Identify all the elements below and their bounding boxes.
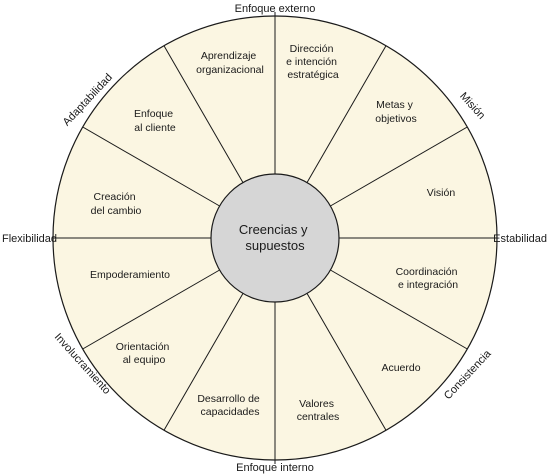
segment-acuerdo-line1: Acuerdo bbox=[381, 362, 420, 374]
segment-direccion-line1: Dirección bbox=[290, 43, 334, 55]
segment-creacion: Creación del cambio bbox=[91, 191, 142, 217]
segment-vision: Visión bbox=[427, 187, 456, 199]
segment-enfoque-cliente-line1: Enfoque bbox=[134, 108, 173, 120]
segment-aprendizaje-line1: Aprendizaje bbox=[201, 50, 257, 62]
segment-vision-line1: Visión bbox=[427, 187, 456, 199]
segment-coordinacion: Coordinación e integración bbox=[396, 266, 461, 291]
segment-orientacion-line2: al equipo bbox=[123, 354, 166, 366]
segment-valores-line1: Valores bbox=[299, 398, 334, 410]
spoke-330 bbox=[163, 45, 244, 183]
axis-label-right: Estabilidad bbox=[493, 233, 547, 245]
spoke-150 bbox=[306, 293, 387, 431]
segment-empoderamiento-line1: Empoderamiento bbox=[90, 269, 170, 281]
segment-direccion: Dirección e intención estratégica bbox=[286, 43, 340, 81]
segment-metas-line1: Metas y bbox=[376, 99, 414, 111]
axis-lines bbox=[53, 12, 497, 464]
segment-valores-line2: centrales bbox=[297, 411, 340, 423]
segment-coordinacion-line2: e integración bbox=[398, 279, 458, 291]
segment-aprendizaje-line2: organizacional bbox=[196, 64, 264, 76]
segment-desarrollo-line2: capacidades bbox=[201, 406, 260, 418]
segment-direccion-line3: estratégica bbox=[287, 69, 339, 81]
segment-desarrollo: Desarrollo de capacidades bbox=[197, 393, 262, 418]
segment-desarrollo-line1: Desarrollo de bbox=[197, 393, 260, 405]
center-label-line1: Creencias y bbox=[239, 222, 308, 237]
segment-acuerdo: Acuerdo bbox=[381, 362, 420, 374]
spoke-240 bbox=[82, 269, 220, 350]
spoke-60 bbox=[330, 126, 468, 207]
segment-coordinacion-line1: Coordinación bbox=[396, 266, 458, 278]
segment-valores: Valores centrales bbox=[297, 398, 340, 423]
axis-label-left: Flexibilidad bbox=[2, 233, 57, 245]
segment-orientacion: Orientación al equipo bbox=[116, 341, 173, 366]
center-label-line2: supuestos bbox=[245, 238, 305, 253]
segment-enfoque-cliente-line2: al cliente bbox=[134, 122, 176, 134]
segment-creacion-line1: Creación bbox=[94, 191, 136, 203]
spoke-300 bbox=[82, 126, 220, 207]
segment-aprendizaje: Aprendizaje organizacional bbox=[196, 50, 264, 76]
spoke-210 bbox=[163, 293, 244, 431]
segment-labels: Dirección e intención estratégica Metas … bbox=[90, 43, 461, 423]
segment-metas: Metas y objetivos bbox=[375, 99, 416, 125]
center-hub bbox=[210, 173, 340, 303]
segment-direccion-line2: e intención bbox=[286, 56, 337, 68]
segment-metas-line2: objetivos bbox=[375, 113, 416, 125]
segment-creacion-line2: del cambio bbox=[91, 205, 142, 217]
wheel-spokes bbox=[53, 16, 497, 460]
segment-empoderamiento: Empoderamiento bbox=[90, 269, 170, 281]
spoke-120 bbox=[330, 269, 468, 350]
spoke-30 bbox=[306, 45, 387, 183]
axis-label-top: Enfoque externo bbox=[235, 3, 316, 15]
center-label: Creencias y supuestos bbox=[239, 222, 311, 253]
segment-enfoque-cliente: Enfoque al cliente bbox=[134, 108, 176, 134]
axis-label-bottom: Enfoque interno bbox=[236, 462, 314, 474]
segment-orientacion-line1: Orientación bbox=[116, 341, 170, 353]
